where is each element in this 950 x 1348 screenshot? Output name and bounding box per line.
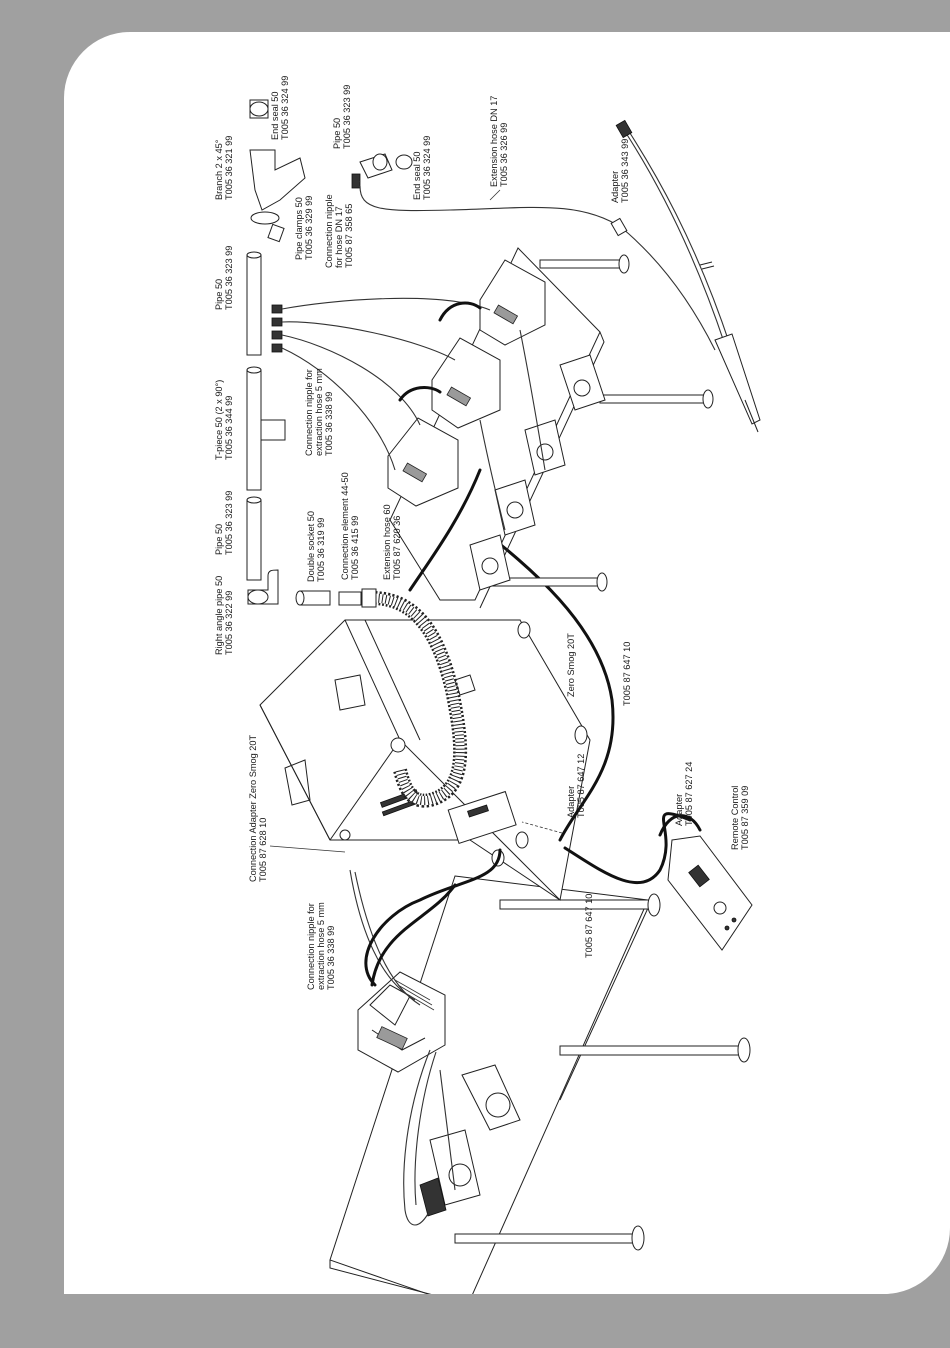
soldering-station-lower (357, 971, 446, 1073)
label-extension-hose-60: Extension hose 60T005 87 620 36 (382, 504, 402, 580)
control-cables (364, 518, 702, 987)
leader-lines (269, 175, 563, 853)
label-extension-hose-dn17: Extension hose DN 17T005 36 326 99 (489, 96, 509, 187)
label-pipe50-extension: Pipe 50T005 36 323 99 (332, 85, 352, 149)
extension-hose-60 (374, 591, 468, 808)
label-cable-top: T005 87 647 10 (622, 642, 632, 706)
label-adapter-top: AdapterT005 36 343 99 (610, 139, 630, 203)
label-branch: Branch 2 x 45°T005 36 321 99 (214, 136, 234, 200)
label-pipe50-b: Pipe 50T005 36 323 99 (214, 491, 234, 555)
part-labels: End seal 50T005 36 324 99 Branch 2 x 45°… (214, 76, 750, 990)
iron-holders-upper (469, 354, 606, 591)
label-nipple-5mm-top: Connection nipple forextraction hose 5 m… (304, 368, 334, 456)
remote-control-device (667, 835, 753, 951)
label-nipple-dn17: Connection nipplefor hose DN 17T005 87 3… (324, 194, 354, 268)
label-nipple-5mm-left: Connection nipple forextraction hose 5 m… (306, 902, 336, 990)
label-pipe50-a: Pipe 50T005 36 323 99 (214, 246, 234, 310)
label-double-socket: Double socket 50T005 36 319 99 (306, 511, 326, 582)
label-remote-control: Remote ControlT005 87 359 09 (730, 786, 750, 850)
hoses-lower (349, 869, 457, 1226)
label-right-angle-pipe: Right angle pipe 50T005 36 322 99 (214, 576, 234, 655)
label-connection-adapter: Connection Adapter Zero Smog 20TT005 87 … (248, 735, 268, 882)
iron-holders-lower (419, 1064, 521, 1217)
label-cable-bottom: T005 87 647 10 (584, 894, 594, 958)
label-connection-element: Connection element 44-50T005 36 415 99 (340, 472, 360, 580)
extraction-handpiece (359, 119, 761, 433)
soldering-stations-upper (387, 259, 546, 507)
label-adapter-remote: AdapterT005 87 627 24 (674, 762, 694, 826)
zero-smog-unit (259, 619, 591, 901)
label-zero-smog: Zero Smog 20T (566, 633, 576, 697)
label-pipe-clamps: Pipe clamps 50T005 36 329 99 (294, 196, 314, 260)
fittings-row (246, 99, 413, 608)
label-end-seal-mid: End seal 50T005 36 324 99 (412, 136, 432, 200)
label-end-seal-top: End seal 50T005 36 324 99 (270, 76, 290, 140)
hoses-upper (281, 297, 546, 592)
label-t-piece: T-piece 50 (2 x 90°)T005 36 344 99 (214, 380, 234, 460)
label-adapter-mid: AdapterT005 87 647 12 (566, 754, 586, 818)
